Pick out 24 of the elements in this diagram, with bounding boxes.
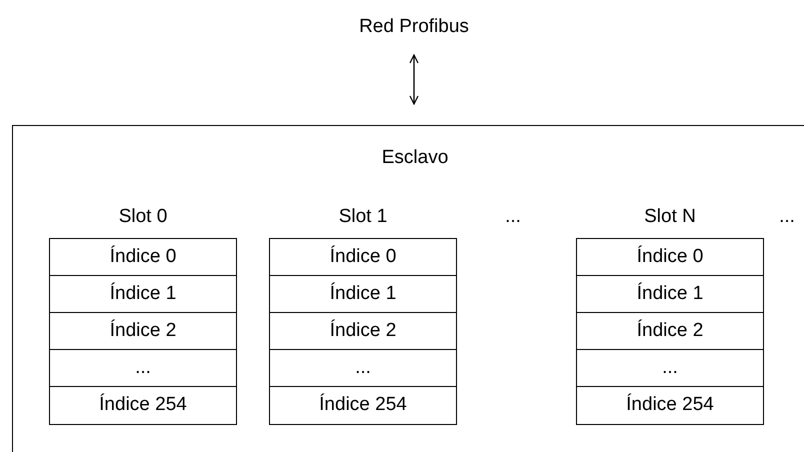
index-row: Índice 0: [50, 239, 236, 276]
double-arrow: [409, 54, 419, 105]
index-row: Índice 1: [577, 276, 763, 313]
index-row: Índice 2: [577, 313, 763, 350]
index-row-text: Índice 254: [625, 392, 715, 417]
index-row: Índice 2: [50, 313, 236, 350]
index-row: Índice 0: [577, 239, 763, 276]
index-row-text: Índice 254: [98, 392, 188, 417]
index-row: Índice 0: [270, 239, 456, 276]
index-row: ...: [270, 350, 456, 387]
slave-frame: [12, 125, 804, 452]
slot-heading: Slot 1: [338, 205, 388, 229]
frame-heading: Esclavo: [380, 146, 450, 170]
index-row: Índice 2: [270, 313, 456, 350]
index-row: Índice 1: [270, 276, 456, 313]
index-row: Índice 1: [50, 276, 236, 313]
slot-heading: Slot N: [643, 205, 697, 229]
index-row: ...: [50, 350, 236, 387]
ellipsis-label: ...: [505, 205, 521, 229]
index-row: ...: [577, 350, 763, 387]
network-label: Red Profibus: [314, 14, 514, 40]
slot-heading: Slot 0: [118, 205, 168, 229]
ellipsis-label: ...: [779, 205, 795, 229]
index-row-text: Índice 254: [318, 392, 408, 417]
